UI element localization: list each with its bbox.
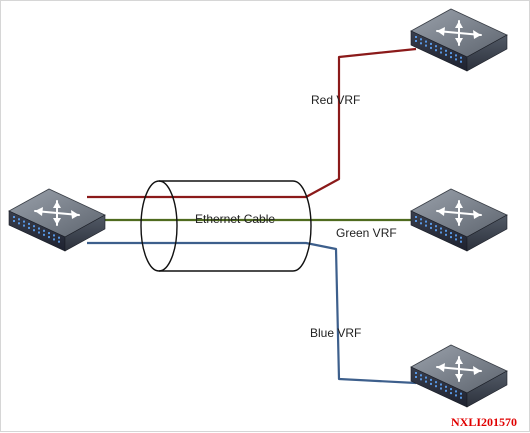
switch-icon [410, 8, 508, 72]
cable-label: Ethernet Cable [195, 212, 275, 226]
watermark: NXLI201570 [451, 415, 517, 429]
ethernet-cable-cylinder [140, 180, 312, 272]
switch-icon [8, 188, 106, 252]
red-vrf-label: Red VRF [311, 93, 360, 107]
blue-vrf-line [87, 241, 417, 385]
blue-vrf-label: Blue VRF [310, 326, 361, 340]
switch-icon [410, 188, 508, 252]
green-vrf-label: Green VRF [336, 226, 397, 240]
switch-icon [410, 344, 508, 408]
red-vrf-line [87, 47, 417, 199]
